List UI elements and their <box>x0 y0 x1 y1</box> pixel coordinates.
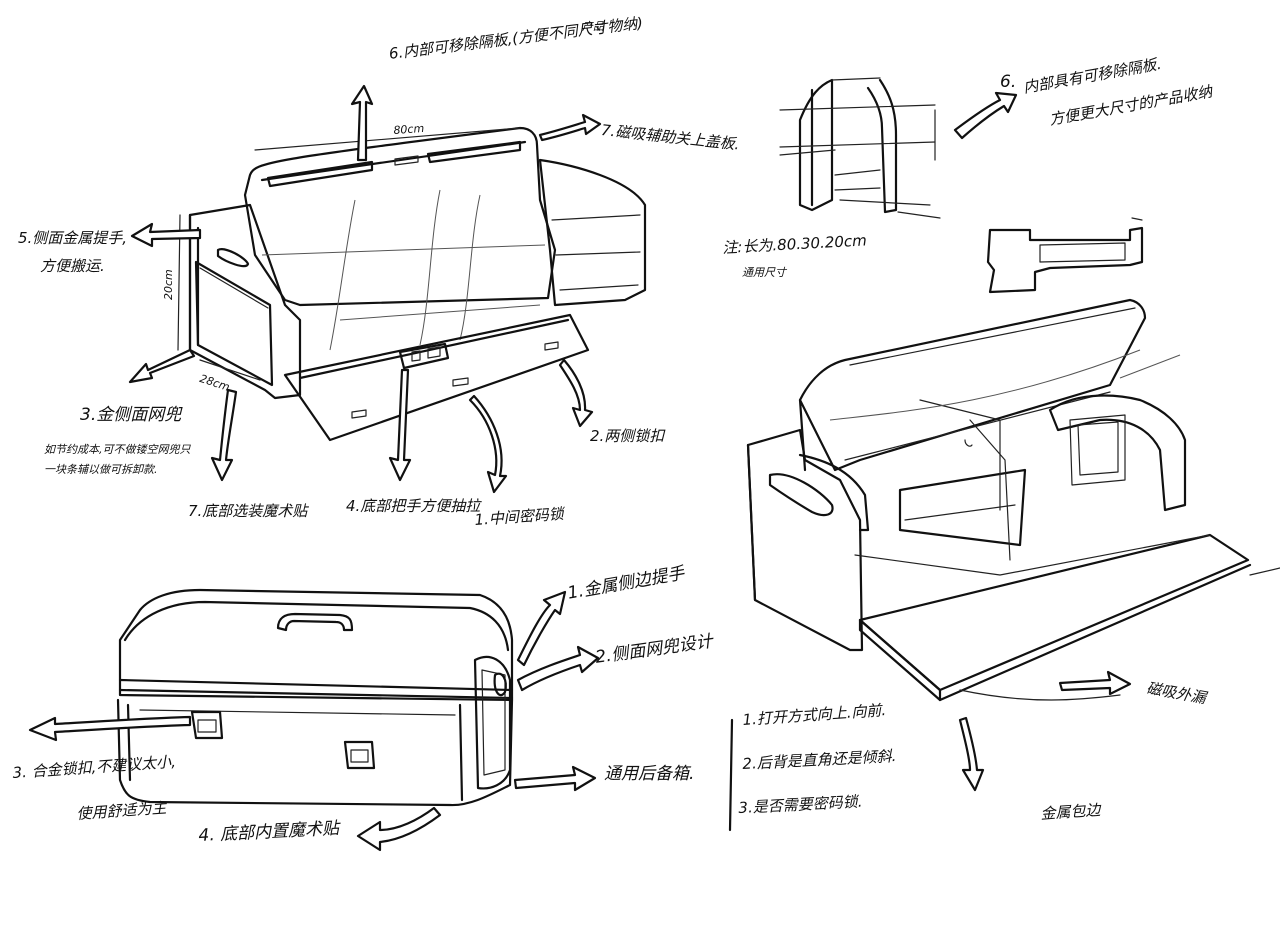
arrow-curve-icon <box>558 358 594 428</box>
arrow-left-icon <box>130 222 202 248</box>
annotation-side-handle-2: 方便搬运. <box>40 257 105 275</box>
annotation-side-latch: 2.两侧锁扣 <box>590 427 665 445</box>
arrow-up-icon <box>350 84 374 162</box>
callout-arrows-a <box>128 84 602 494</box>
annotation-side-handle-1: 5.侧面金属提手, <box>18 229 128 247</box>
open-organizer-sketch <box>177 126 647 442</box>
annotation-velcro-bottom: 7.底部选装魔术贴 <box>188 502 308 520</box>
annotation-trunk: 通用后备箱. <box>604 764 695 784</box>
large-open-box-sketch <box>746 298 1280 702</box>
annotation-mesh-2: 如节约成本,可不做镂空网兜只 <box>44 443 191 456</box>
annotation-partition-note: 产品 <box>582 20 604 33</box>
arrow-left-icon <box>356 806 442 852</box>
arrow-right-icon <box>516 645 600 692</box>
partition-sketch <box>779 77 941 219</box>
lid-part-sketch <box>986 217 1144 294</box>
arrow-right-icon <box>1058 670 1132 696</box>
annotation-size-note: 通用尺寸 <box>742 266 786 279</box>
arrow-down-left-icon <box>128 348 196 384</box>
arrow-right-icon <box>953 91 1018 140</box>
callout-arrows-e <box>28 590 600 852</box>
annotation-mesh-3: 一块条辅以做可拆卸款. <box>44 463 158 476</box>
dimension-height: 20cm <box>162 269 175 300</box>
closed-toolbox-sketch <box>116 588 514 807</box>
arrow-down-icon <box>210 388 238 482</box>
dimension-width: 80cm <box>393 121 425 137</box>
arrow-curve-icon <box>468 394 508 494</box>
arrow-right-icon <box>538 113 602 142</box>
arrow-right-icon <box>513 765 597 792</box>
annotation-partition-b-num: 6. <box>1000 72 1017 92</box>
annotation-mesh-1: 3.金侧面网兜 <box>80 405 182 425</box>
annotation-bottom-handle: 4.底部把手方便抽拉 <box>346 497 481 515</box>
arrow-curve-icon <box>516 590 567 667</box>
arrow-left-icon <box>28 715 192 742</box>
arrow-down-icon <box>388 368 412 482</box>
arrow-down-icon <box>958 716 985 792</box>
